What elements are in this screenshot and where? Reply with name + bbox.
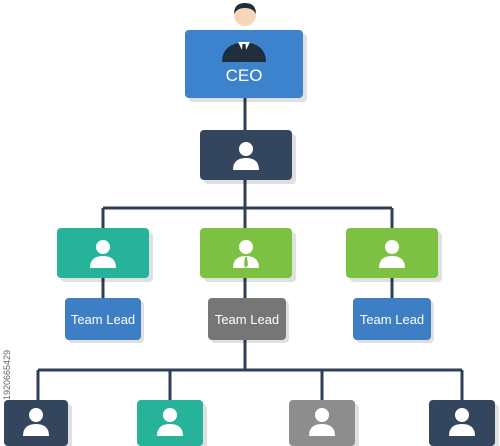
department-node-1[interactable] xyxy=(57,228,149,278)
person-icon xyxy=(90,240,116,268)
person-icon xyxy=(379,240,405,268)
team-lead-label-2[interactable]: Team Lead xyxy=(208,298,286,340)
employee-node-1[interactable] xyxy=(4,400,68,446)
team-lead-label-1[interactable]: Team Lead xyxy=(65,298,141,340)
person-icon xyxy=(309,408,335,436)
person-icon xyxy=(449,408,475,436)
employee-node-4[interactable] xyxy=(429,400,495,446)
employee-node-3[interactable] xyxy=(289,400,355,446)
person-icon xyxy=(23,408,49,436)
person-icon xyxy=(233,142,259,170)
person-tie-icon xyxy=(233,240,259,268)
manager-node[interactable] xyxy=(200,130,292,180)
stock-id-text: 1920665429 xyxy=(2,349,12,400)
person-icon xyxy=(157,408,183,436)
team-lead-label-3[interactable]: Team Lead xyxy=(353,298,431,340)
ceo-suit-icon xyxy=(222,42,266,62)
ceo-title: CEO xyxy=(225,66,263,85)
ceo-node[interactable]: CEO xyxy=(185,30,303,98)
department-node-2[interactable] xyxy=(200,228,292,278)
ceo-icon xyxy=(234,3,256,26)
department-node-3[interactable] xyxy=(346,228,438,278)
employee-node-2[interactable] xyxy=(137,400,203,446)
